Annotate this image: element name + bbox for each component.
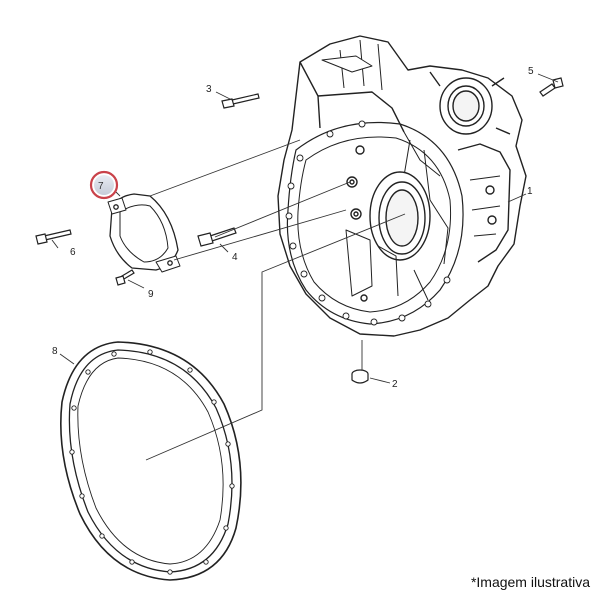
callout-6: 6 (70, 247, 76, 258)
cover-plate (107, 193, 181, 273)
assembly-lines (51, 73, 559, 461)
bolt-part-6 (35, 229, 72, 245)
callout-8: 8 (52, 346, 58, 357)
callout-3: 3 (206, 84, 212, 95)
plug-part-2 (351, 369, 369, 384)
callout-2: 2 (392, 379, 398, 390)
callout-1: 1 (527, 186, 533, 197)
bolt-part-9 (115, 269, 135, 286)
gasket-ring (60, 341, 242, 581)
callout-5: 5 (528, 66, 534, 77)
bolt-part-5 (539, 77, 564, 97)
callout-4: 4 (232, 252, 238, 263)
flywheel-housing (277, 35, 527, 337)
highlighted-callout-7[interactable]: 7 (89, 170, 119, 200)
bolt-part-3 (221, 93, 260, 109)
callout-7: 7 (98, 181, 104, 192)
callout-9: 9 (148, 289, 154, 300)
caption: *Imagem ilustrativa (470, 574, 590, 590)
